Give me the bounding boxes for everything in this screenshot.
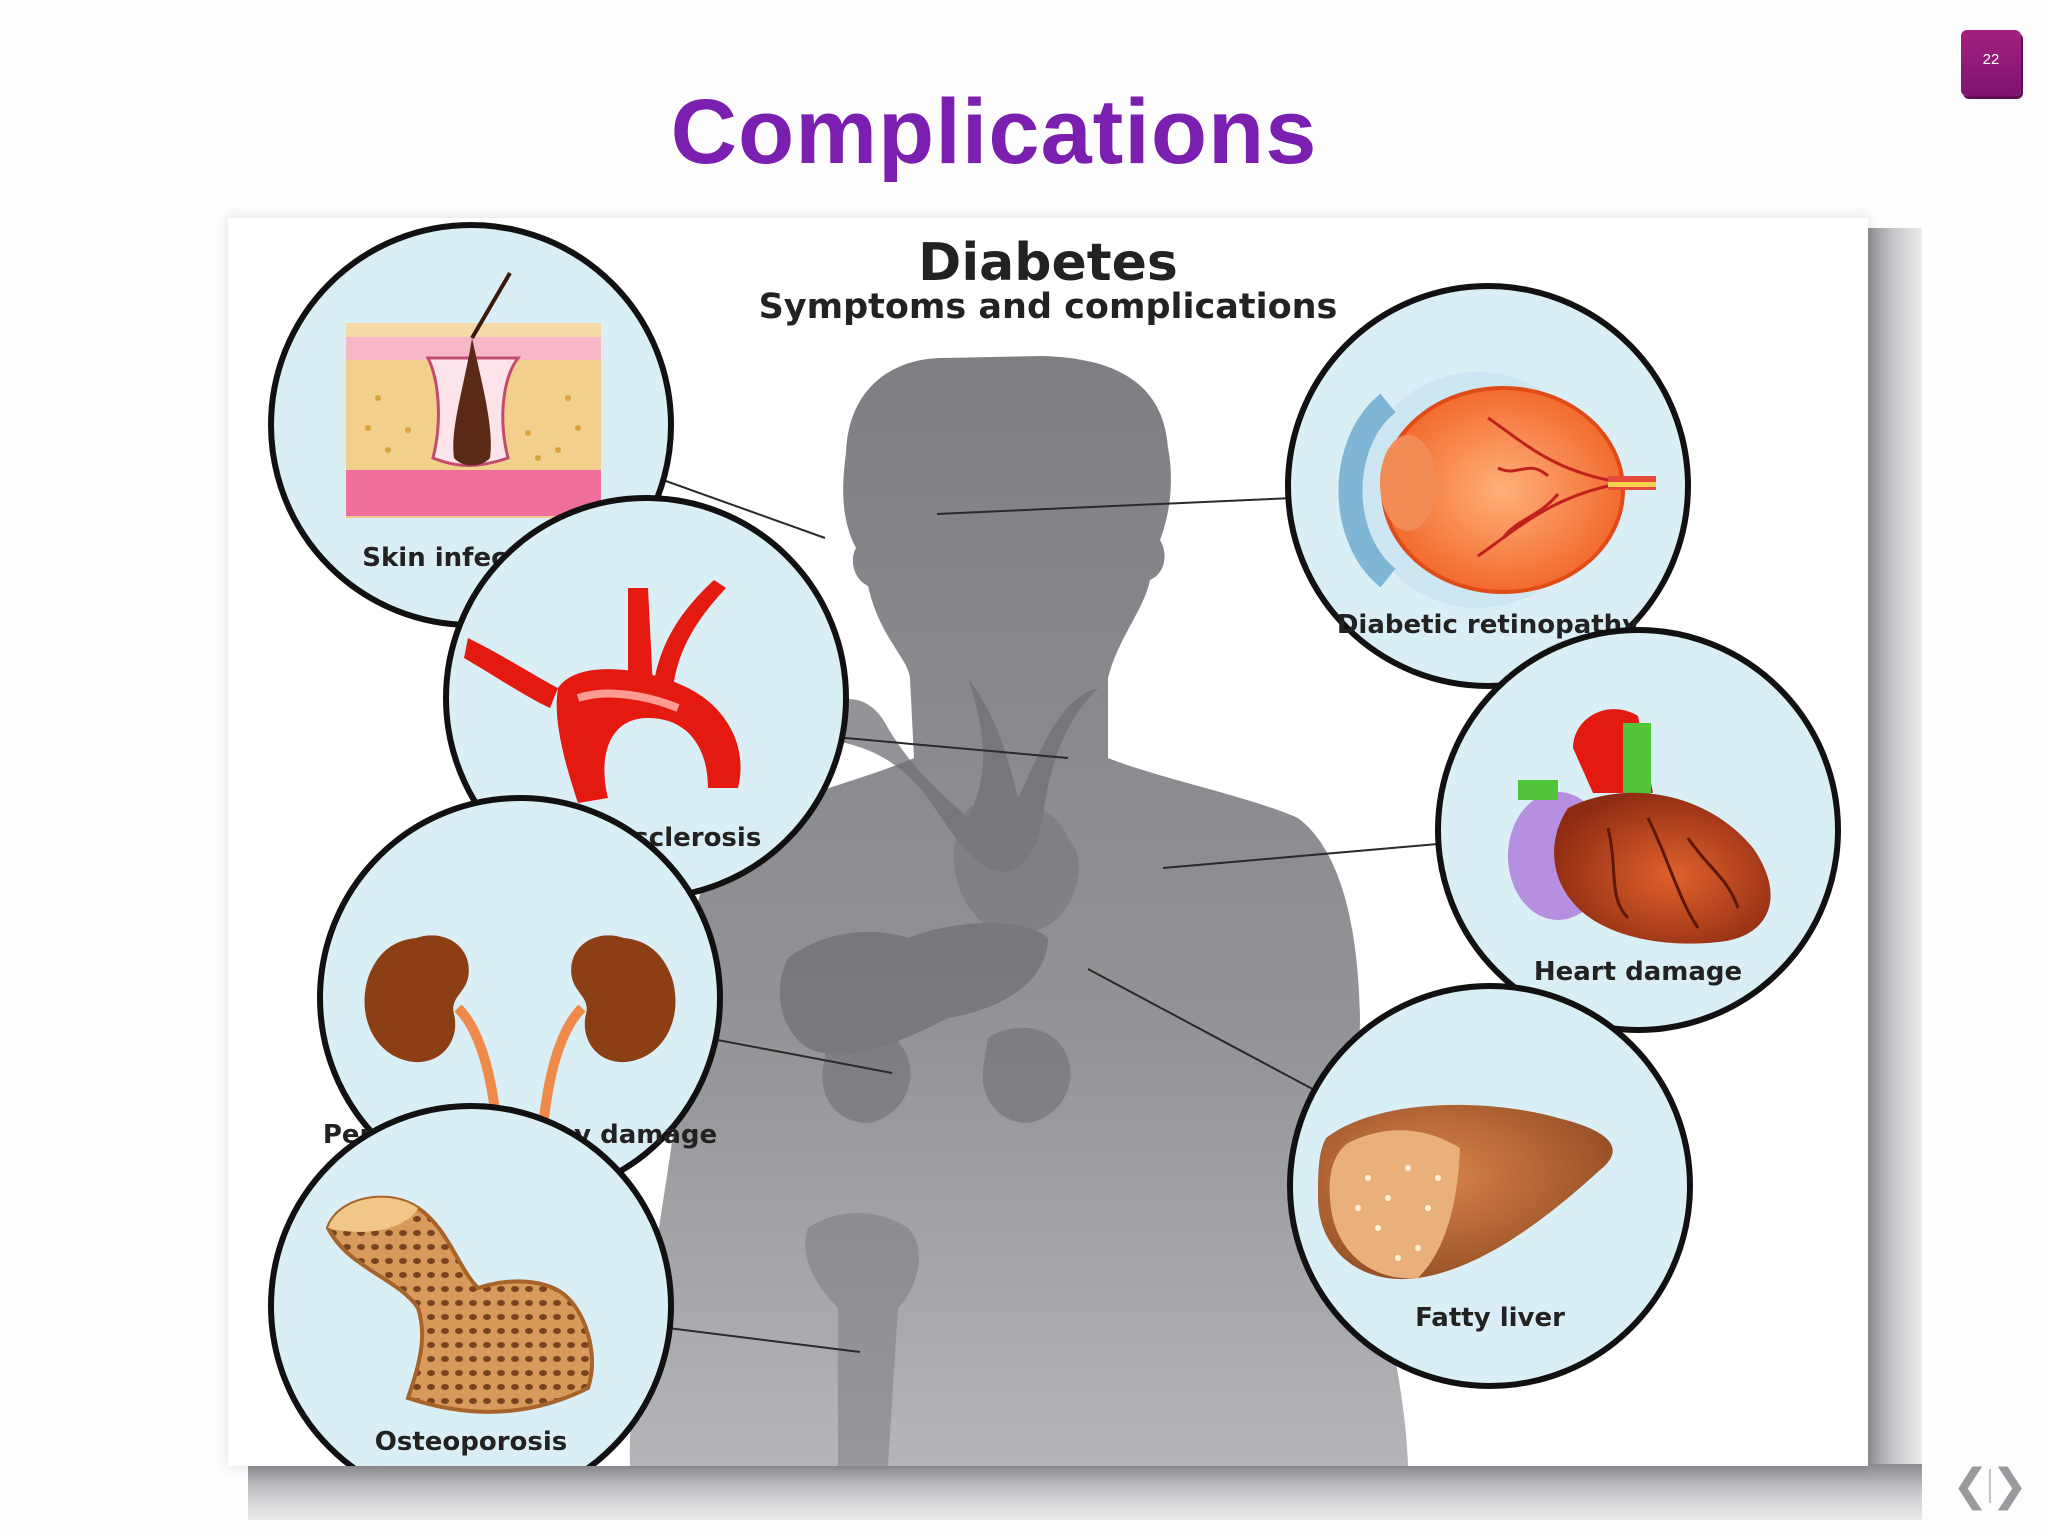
slide-navigation: ❮ ❯ bbox=[1952, 1464, 2028, 1508]
diabetes-infographic: Diabetes Symptoms and complications Skin… bbox=[228, 218, 1868, 1466]
leader-lines bbox=[651, 475, 1439, 1353]
label-osteoporosis: Osteoporosis bbox=[375, 1427, 568, 1457]
retinopathy-illustration: Diabetic retinopathy bbox=[1285, 283, 1691, 689]
osteoporosis-illustration: Osteoporosis bbox=[268, 1103, 674, 1466]
page-number-badge: 22 bbox=[1961, 30, 2021, 96]
label-heart-damage: Heart damage bbox=[1534, 957, 1742, 987]
fatty-liver-illustration: Fatty liver bbox=[1287, 983, 1693, 1389]
figure-title: Diabetes bbox=[918, 233, 1178, 293]
slide-title: Complications bbox=[670, 81, 1318, 183]
label-fatty-liver: Fatty liver bbox=[1415, 1303, 1565, 1333]
body-silhouette bbox=[629, 356, 1408, 1466]
nav-divider bbox=[1989, 1469, 1991, 1503]
heart-illustration: Heart damage bbox=[1435, 627, 1841, 1033]
figure-subtitle: Symptoms and complications bbox=[759, 287, 1338, 327]
organ-shadows bbox=[779, 678, 1098, 1466]
prev-slide-button[interactable]: ❮ bbox=[1952, 1460, 1989, 1511]
image-frame-shadow-right bbox=[1866, 228, 1922, 1484]
image-frame-shadow-bottom bbox=[248, 1464, 1922, 1520]
next-slide-button[interactable]: ❯ bbox=[1991, 1460, 2028, 1511]
